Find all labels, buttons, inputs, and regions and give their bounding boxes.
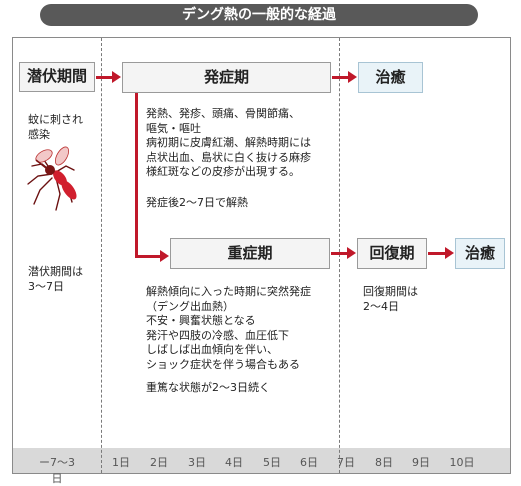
timeline-tick: 4日 bbox=[225, 456, 243, 469]
divider-day7 bbox=[339, 38, 340, 473]
timeline-tick: 6日 bbox=[300, 456, 318, 469]
cure-top-box: 治癒 bbox=[358, 62, 423, 93]
timeline-tick: 10日 bbox=[449, 456, 475, 469]
arrow-recovery-cure bbox=[428, 252, 445, 255]
cure-bottom-box: 治癒 bbox=[455, 238, 505, 269]
timeline-tick: 9日 bbox=[412, 456, 430, 469]
timeline-tick: 7日 bbox=[337, 456, 355, 469]
recovery-note: 回復期間は 2〜4日 bbox=[363, 285, 418, 313]
incubation-box: 潜伏期間 bbox=[19, 62, 95, 92]
recovery-box: 回復期 bbox=[357, 238, 427, 269]
mosquito-icon bbox=[27, 146, 77, 211]
mosquito-note: 蚊に刺され 感染 bbox=[28, 113, 83, 141]
arrow-head bbox=[112, 71, 121, 83]
arrow-incubation-onset bbox=[96, 76, 112, 79]
arrow-head bbox=[348, 71, 357, 83]
diagram-frame bbox=[12, 37, 511, 474]
arrow-branch-severe bbox=[135, 255, 160, 258]
timeline-tick: 3日 bbox=[188, 456, 206, 469]
page-title: デング熱の一般的な経過 bbox=[40, 4, 478, 26]
timeline-tick: 8日 bbox=[375, 456, 393, 469]
divider-incubation bbox=[101, 38, 102, 473]
timeline-band bbox=[13, 448, 510, 473]
arrow-onset-cure bbox=[332, 76, 348, 79]
timeline-tick: ー7〜3日 bbox=[39, 456, 75, 485]
arrow-head bbox=[445, 247, 454, 259]
timeline-tick: 2日 bbox=[150, 456, 168, 469]
arrow-head bbox=[160, 250, 169, 262]
onset-resolve: 発症後2〜7日で解熱 bbox=[146, 196, 248, 209]
severe-duration: 重篤な状態が2〜3日続く bbox=[146, 381, 270, 394]
arrow-severe-recovery bbox=[331, 252, 347, 255]
onset-box: 発症期 bbox=[122, 62, 331, 93]
severe-symptoms: 解熱傾向に入った時期に突然発症 （デング出血熱） 不安・興奮状態となる 発汗や四… bbox=[146, 285, 311, 371]
onset-symptoms: 発熱、発疹、頭痛、骨関節痛、 嘔気・嘔吐 病初期に皮膚紅潮、解熱時期には 点状出… bbox=[146, 107, 311, 178]
arrow-head bbox=[347, 247, 356, 259]
timeline-tick: 1日 bbox=[112, 456, 130, 469]
incubation-note: 潜伏期間は 3〜7日 bbox=[28, 265, 83, 293]
severe-box: 重症期 bbox=[170, 238, 330, 269]
branch-line bbox=[135, 93, 138, 258]
timeline-tick: 5日 bbox=[263, 456, 281, 469]
